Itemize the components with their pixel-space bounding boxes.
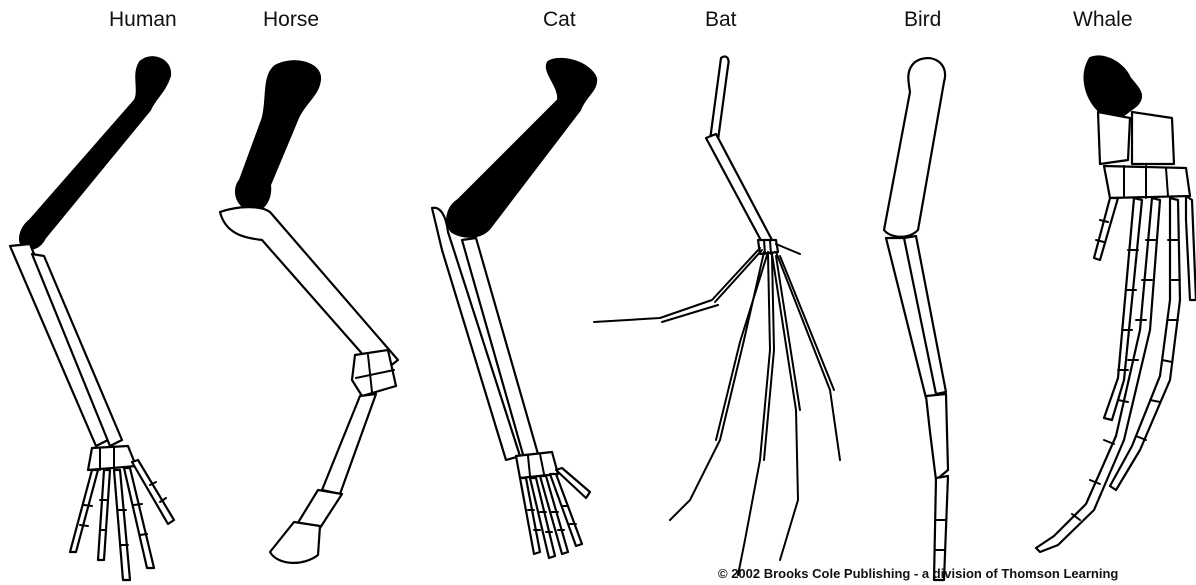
human-limb bbox=[10, 57, 174, 580]
whale-ulna bbox=[1132, 112, 1174, 164]
bird-carpometacarpus bbox=[926, 394, 948, 480]
horse-humerus bbox=[236, 61, 320, 211]
bat-limb bbox=[594, 56, 840, 575]
horse-cannon-bone bbox=[322, 394, 376, 494]
copyright-notice: © 2002 Brooks Cole Publishing - a divisi… bbox=[718, 566, 1118, 581]
whale-radius bbox=[1098, 112, 1130, 164]
bat-humerus bbox=[710, 56, 729, 140]
cat-toes bbox=[520, 468, 590, 558]
cat-limb bbox=[432, 59, 596, 558]
human-ulna bbox=[32, 254, 122, 446]
whale-digits bbox=[1036, 196, 1196, 552]
bird-humerus bbox=[884, 58, 945, 237]
horse-carpals bbox=[352, 350, 396, 396]
human-carpals bbox=[88, 446, 136, 470]
horse-limb bbox=[220, 61, 398, 563]
horse-hoof bbox=[270, 522, 320, 563]
bat-radius bbox=[706, 134, 772, 246]
human-humerus bbox=[20, 57, 170, 249]
human-fingers bbox=[70, 460, 174, 580]
horse-radius bbox=[220, 207, 398, 374]
human-radius bbox=[10, 244, 108, 446]
bird-digit bbox=[934, 476, 948, 580]
whale-limb bbox=[1036, 56, 1196, 552]
bat-digits bbox=[594, 248, 840, 575]
bird-limb bbox=[884, 58, 948, 580]
